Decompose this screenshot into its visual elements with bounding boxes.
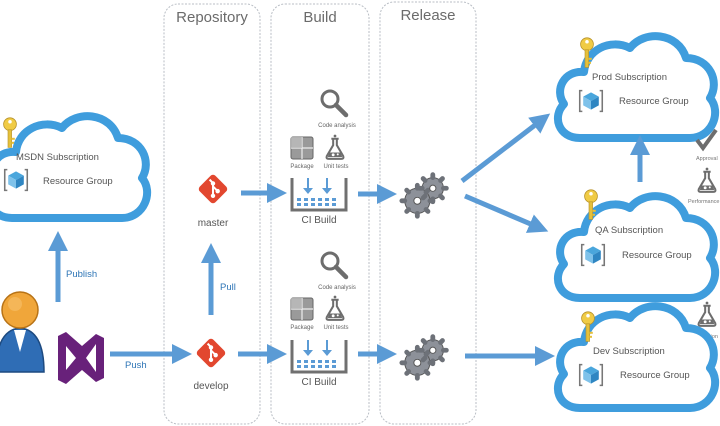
performance-test-icon	[697, 167, 717, 193]
release-to-qa-arrow	[464, 193, 549, 233]
prod-subscription-label: Prod Subscription	[592, 72, 667, 83]
develop-branch-label: develop	[193, 381, 228, 392]
visual-studio-icon	[58, 332, 104, 384]
msdn-resource-group-label: Resource Group	[43, 176, 113, 187]
publish-label: Publish	[66, 269, 97, 280]
cloud-icon	[558, 306, 715, 408]
cloud-icon	[558, 36, 715, 138]
package-label: Package	[290, 164, 314, 170]
push-label: Push	[125, 360, 147, 371]
prod-subscription-cloud: Prod Subscription Resource Group	[558, 36, 715, 138]
stage-title-build: Build	[303, 9, 336, 26]
msdn-subscription-cloud: MSDN Subscription Resource Group	[0, 116, 147, 218]
checkmark-icon	[695, 128, 718, 152]
ci-build-develop: Code analysis Package Unit tests CI Buil…	[290, 253, 356, 388]
release-to-prod-arrow	[460, 113, 551, 183]
qa-subscription-cloud: QA Subscription Resource Group	[558, 189, 715, 298]
package-icon	[290, 136, 314, 160]
cloud-icon	[0, 116, 147, 218]
performance-label: Performance	[688, 199, 720, 205]
dev-subscription-cloud: Dev Subscription Resource Group	[558, 306, 715, 408]
prod-resource-group-label: Resource Group	[619, 96, 689, 107]
approval-gate: Approval	[695, 128, 718, 162]
package-label: Package	[290, 325, 314, 331]
approval-label: Approval	[696, 156, 718, 162]
msdn-subscription-label: MSDN Subscription	[16, 152, 99, 163]
package-icon	[290, 297, 314, 321]
stage-title-release: Release	[400, 7, 455, 24]
integration-test-icon	[697, 300, 717, 328]
qa-subscription-label: QA Subscription	[595, 225, 663, 236]
performance-gate: Performance	[688, 167, 720, 205]
ci-build-label: CI Build	[301, 215, 336, 226]
master-branch-label: master	[198, 218, 229, 229]
qa-resource-group-label: Resource Group	[622, 250, 692, 261]
pull-label: Pull	[220, 282, 236, 293]
code-analysis-label: Code analysis	[318, 123, 356, 129]
dev-resource-group-label: Resource Group	[620, 370, 690, 381]
developer-avatar	[0, 291, 45, 373]
stage-title-repository: Repository	[176, 9, 248, 26]
unit-tests-label: Unit tests	[323, 325, 348, 331]
dev-subscription-label: Dev Subscription	[593, 346, 665, 357]
ci-build-master: Code analysis Package Unit tests CI Buil…	[290, 91, 356, 226]
code-analysis-label: Code analysis	[318, 285, 356, 291]
ci-build-label: CI Build	[301, 377, 336, 388]
unit-tests-label: Unit tests	[323, 164, 348, 170]
stage-repository: Repository	[163, 3, 261, 425]
